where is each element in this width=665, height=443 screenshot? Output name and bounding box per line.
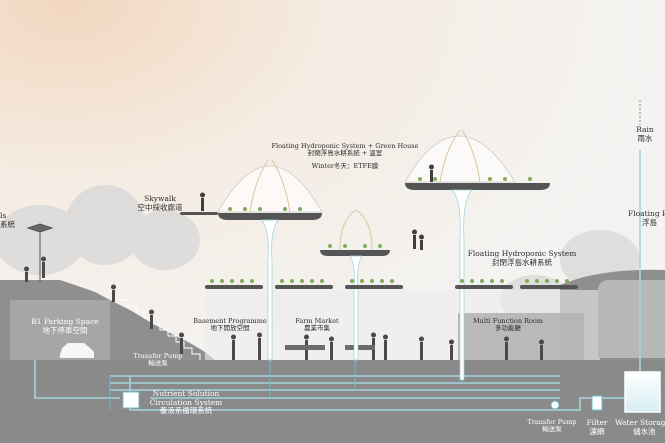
parking-label-zh: 地下停車空間 [42, 325, 88, 335]
nutrient-label-zh: 養液系循環系統 [159, 406, 213, 416]
hydroponic-trays [180, 212, 578, 289]
middle-platform [320, 209, 390, 361]
nutrient-label: Nutrient Solution Circulation System 養液系… [149, 389, 223, 416]
plants [210, 177, 569, 283]
skywalk-label-en: Skywalk [144, 194, 176, 203]
filter-label-en: Filter [586, 418, 608, 427]
left-cut-label-1: ls [0, 211, 7, 220]
people-silhouettes [24, 256, 544, 360]
rain-label: Rain 雨水 [636, 125, 654, 143]
tank-label-zh: 儲水池 [633, 426, 656, 436]
right-cut-label: Floating H 浮島 [628, 209, 665, 227]
left-cut-label: ls 系統 [0, 211, 15, 229]
car-icon [60, 343, 94, 358]
farm-market-label-en: Farm Market [295, 317, 339, 325]
water-storage-tank [624, 371, 661, 413]
parking-label-en: B1 Parking Space [31, 317, 99, 326]
solar-lamp [26, 223, 54, 282]
stairs [120, 299, 201, 360]
hydroponic-label-zh: 封閉浮島水耕系統 [492, 257, 552, 267]
greenhouse-label-en: Floating Hydroponic System + Green House [271, 142, 419, 150]
greenhouse-label: Floating Hydroponic System + Green House… [271, 142, 419, 170]
transfer-pump-left-en: Transfer Pump [133, 352, 183, 360]
multi-function-label-en: Multi Function Room [473, 317, 543, 325]
transfer-pump-right [550, 400, 560, 410]
nutrient-label-en2: Circulation System [149, 397, 223, 407]
farm-market-label: Farm Market 農業市集 [295, 317, 339, 333]
right-chamber [598, 280, 665, 358]
multi-function-room [458, 313, 584, 360]
rain-label-en: Rain [636, 125, 654, 134]
nutrient-label-en1: Nutrient Solution [152, 389, 220, 398]
pipe-network [34, 150, 641, 411]
filter [591, 395, 603, 411]
farm-market-label-zh: 農業市集 [303, 324, 330, 333]
transfer-pump-right-label: Transfer Pump 輸送泵 [527, 418, 577, 434]
hydroponic-label: Floating Hydroponic System 封閉浮島水耕系統 [467, 249, 577, 267]
left-cut-label-2: 系統 [0, 219, 15, 229]
filter-label: Filter 濾網 [586, 418, 608, 436]
nutrient-tank [122, 391, 140, 409]
hydroponic-label-en: Floating Hydroponic System [467, 249, 577, 258]
tank-label: Water Storage Ta 儲水池 [615, 418, 665, 436]
winter-label: Winter冬天：ETFE膜 [311, 161, 379, 170]
skywalk-label-zh: 空中採收廊道 [137, 202, 183, 212]
right-cut-label-en: Floating H [628, 209, 665, 218]
right-cut-label-zh: 浮島 [642, 217, 657, 227]
filter-label-zh: 濾網 [589, 426, 605, 436]
people-on-platforms [200, 164, 434, 250]
skywalk-label: Skywalk 空中採收廊道 [137, 194, 183, 212]
transfer-pump-left-label: Transfer Pump 輸送泵 [133, 352, 183, 368]
basement-label-zh: 地下開放空間 [210, 324, 250, 333]
basement-label: Basement Programme 地下開放空間 [193, 317, 267, 333]
greenhouse-label-zh: 封閉浮島水耕系統 + 溫室 [307, 149, 383, 158]
parking-label: B1 Parking Space 地下停車空間 [31, 317, 99, 335]
multi-function-label-zh: 多功能廳 [494, 324, 521, 333]
greenhouse-platform [217, 159, 323, 361]
multi-function-label: Multi Function Room 多功能廳 [473, 317, 543, 333]
transfer-pump-right-zh: 輸送泵 [542, 425, 562, 434]
rain-label-zh: 雨水 [637, 133, 653, 143]
transfer-pump-right-en: Transfer Pump [527, 418, 577, 426]
tank-label-en: Water Storage Ta [615, 418, 665, 427]
market-stalls [285, 345, 375, 350]
transfer-pump-left-zh: 輸送泵 [148, 359, 168, 368]
basement-label-en: Basement Programme [193, 317, 267, 325]
